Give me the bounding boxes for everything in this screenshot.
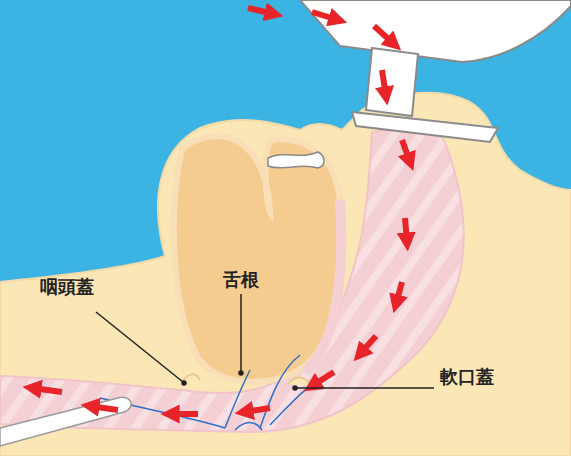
nasal-mask xyxy=(352,112,498,142)
mask-connector xyxy=(366,48,418,116)
tissue-lines xyxy=(100,355,330,430)
tongue xyxy=(174,136,342,382)
pharynx-wall xyxy=(305,200,341,372)
head-profile xyxy=(0,93,571,456)
part-label: 舌根 xyxy=(223,270,259,290)
cpap-hose xyxy=(300,0,571,62)
leader-lines xyxy=(96,294,434,390)
airway xyxy=(0,126,464,432)
airflow-arrows xyxy=(32,8,410,414)
part-label: 咽頭蓋 xyxy=(40,277,94,297)
part-label: 軟口蓋 xyxy=(440,367,494,387)
tube xyxy=(0,397,131,446)
teeth xyxy=(268,152,324,168)
soft-palate xyxy=(288,377,310,386)
